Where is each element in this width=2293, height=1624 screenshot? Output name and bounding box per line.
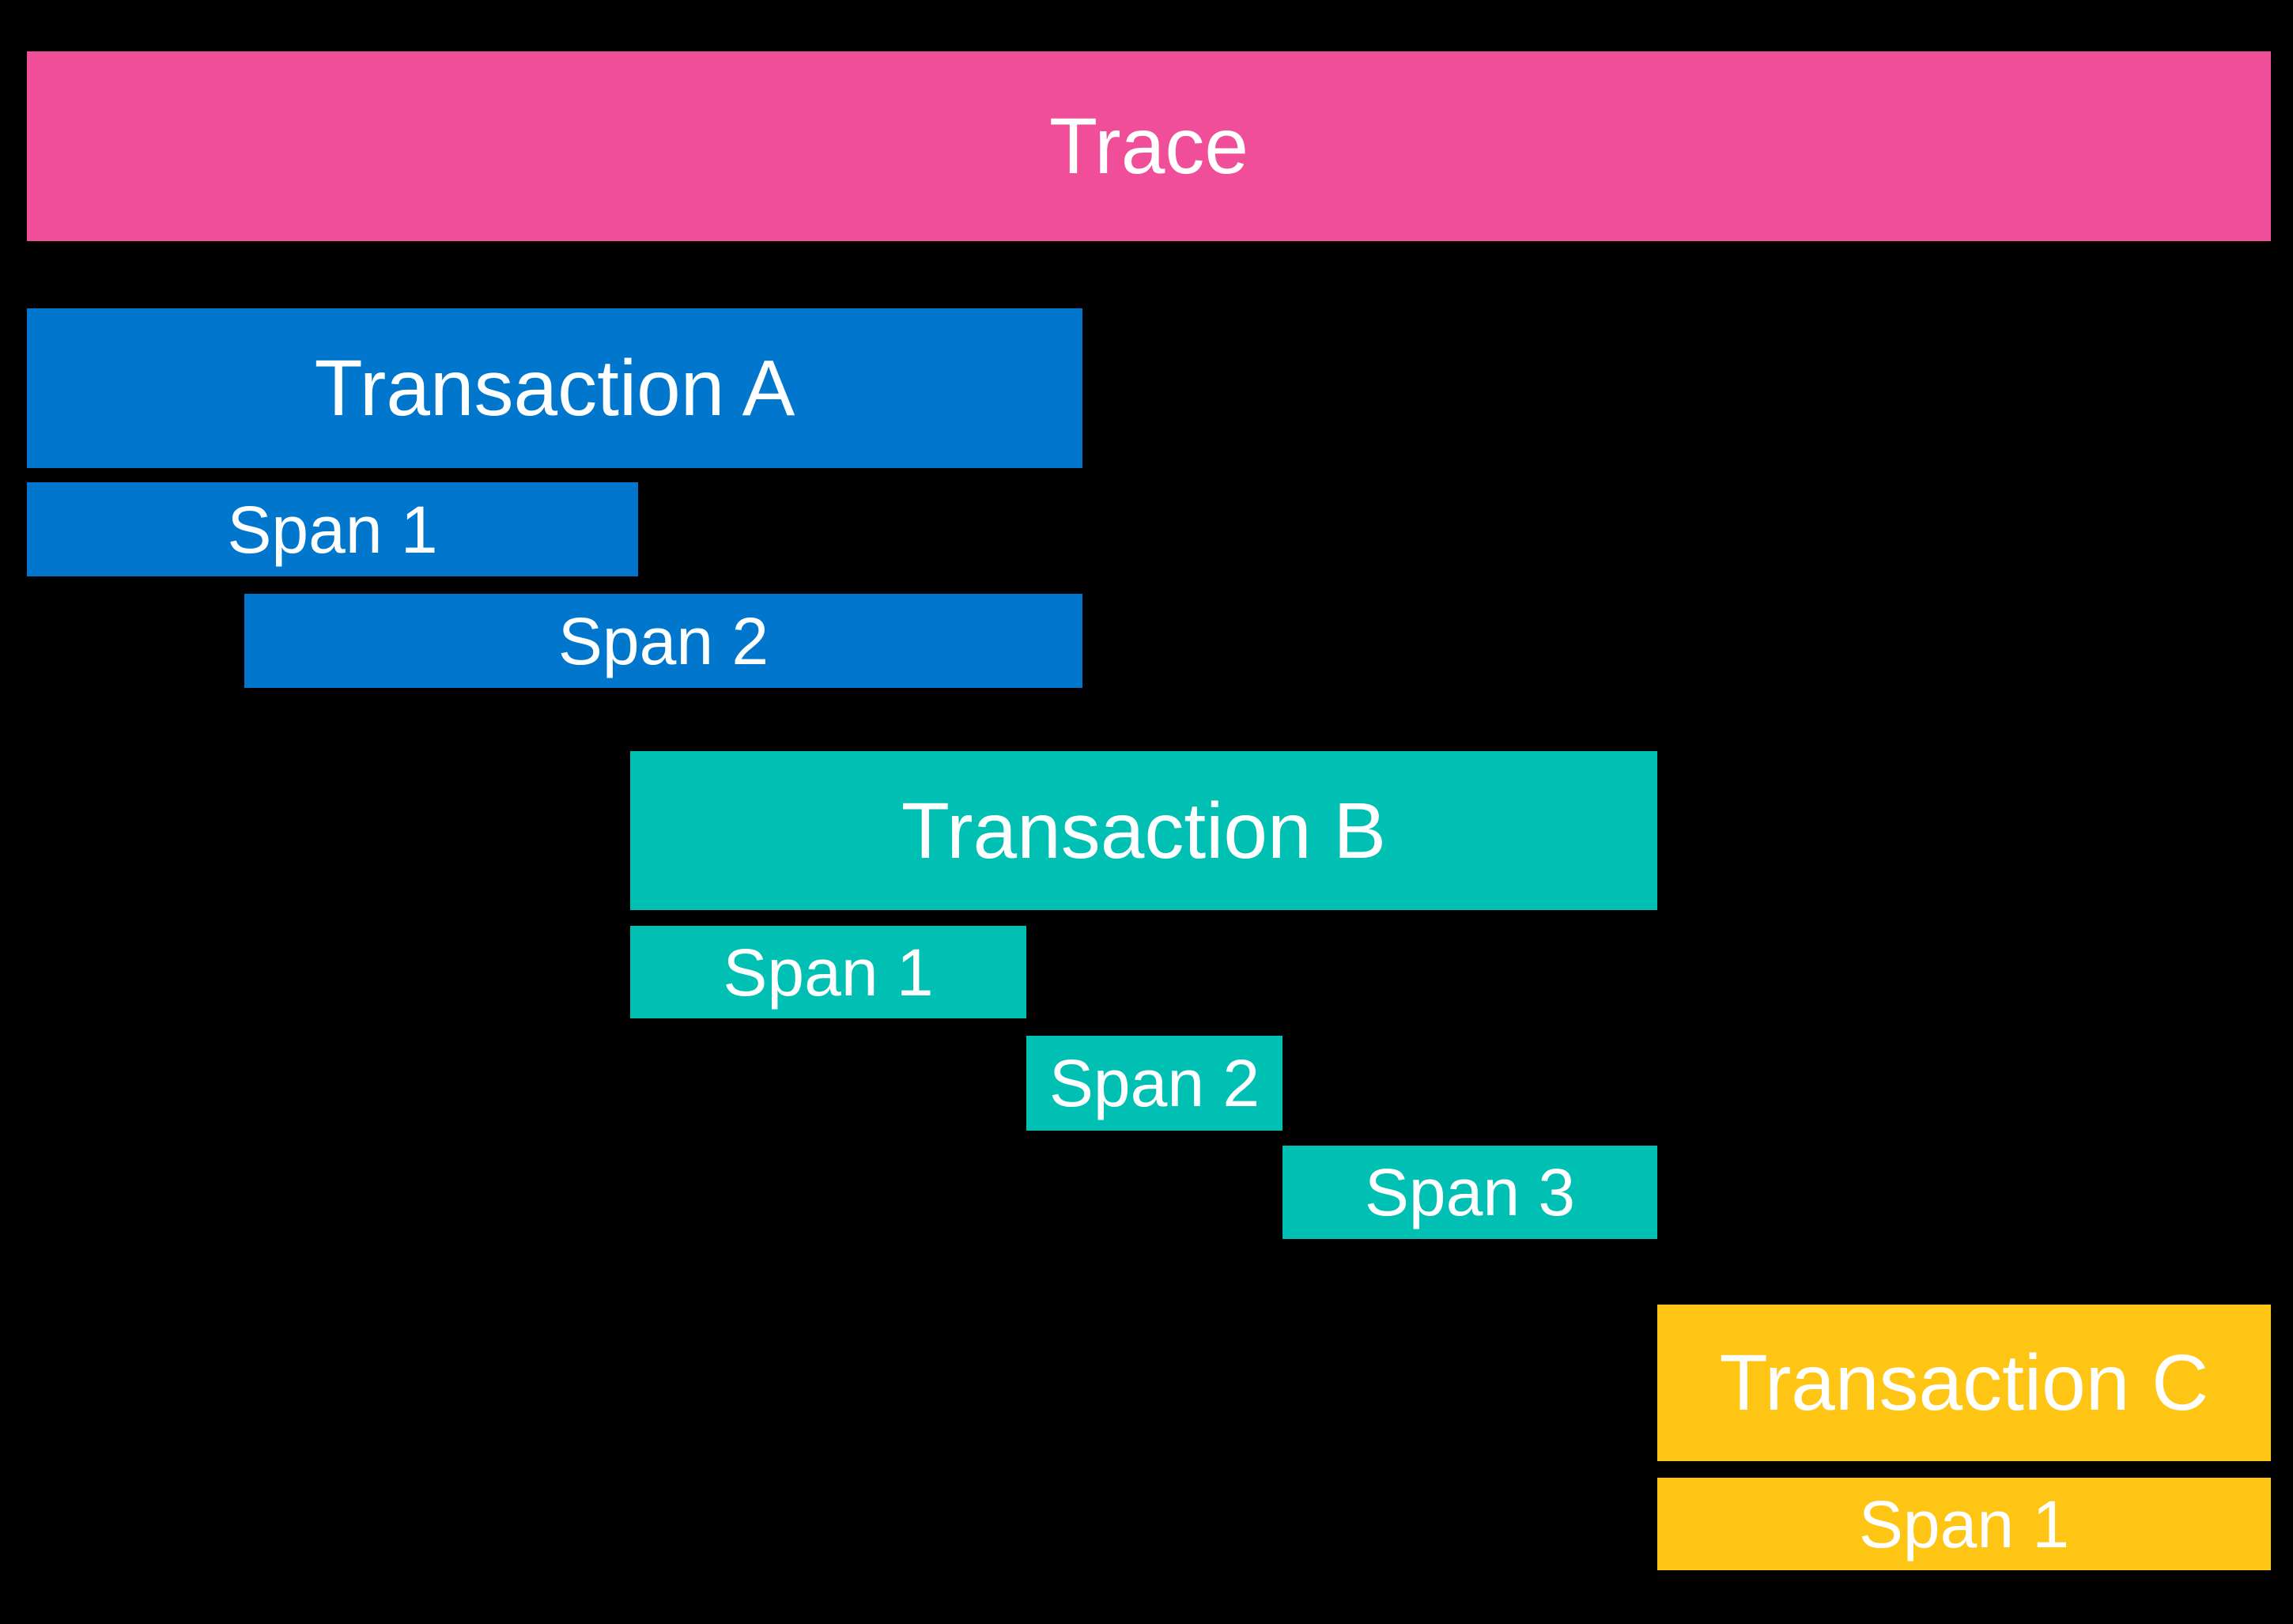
transaction-a-span-1-bar: Span 1 — [27, 482, 638, 576]
transaction-b-span-1-label: Span 1 — [723, 935, 934, 1010]
transaction-b-bar: Transaction B — [630, 751, 1657, 910]
transaction-b-label: Transaction B — [901, 786, 1387, 875]
transaction-b-span-2-label: Span 2 — [1048, 1046, 1260, 1120]
transaction-c-span-1-label: Span 1 — [1858, 1486, 2070, 1562]
transaction-b-span-3-bar: Span 3 — [1282, 1146, 1657, 1239]
transaction-a-span-2-bar: Span 2 — [244, 594, 1082, 688]
transaction-c-label: Transaction C — [1719, 1339, 2209, 1427]
transaction-a-span-1-label: Span 1 — [227, 492, 438, 567]
trace-label: Trace — [1049, 102, 1248, 191]
trace-bar: Trace — [27, 51, 2271, 241]
transaction-c-span-1-bar: Span 1 — [1657, 1478, 2271, 1570]
transaction-c-bar: Transaction C — [1657, 1305, 2271, 1461]
transaction-b-span-3-label: Span 3 — [1364, 1155, 1576, 1229]
transaction-b-span-2-bar: Span 2 — [1026, 1036, 1282, 1131]
transaction-a-label: Transaction A — [314, 344, 795, 432]
transaction-a-bar: Transaction A — [27, 308, 1082, 468]
transaction-a-span-2-label: Span 2 — [557, 603, 769, 678]
transaction-b-span-1-bar: Span 1 — [630, 926, 1026, 1018]
